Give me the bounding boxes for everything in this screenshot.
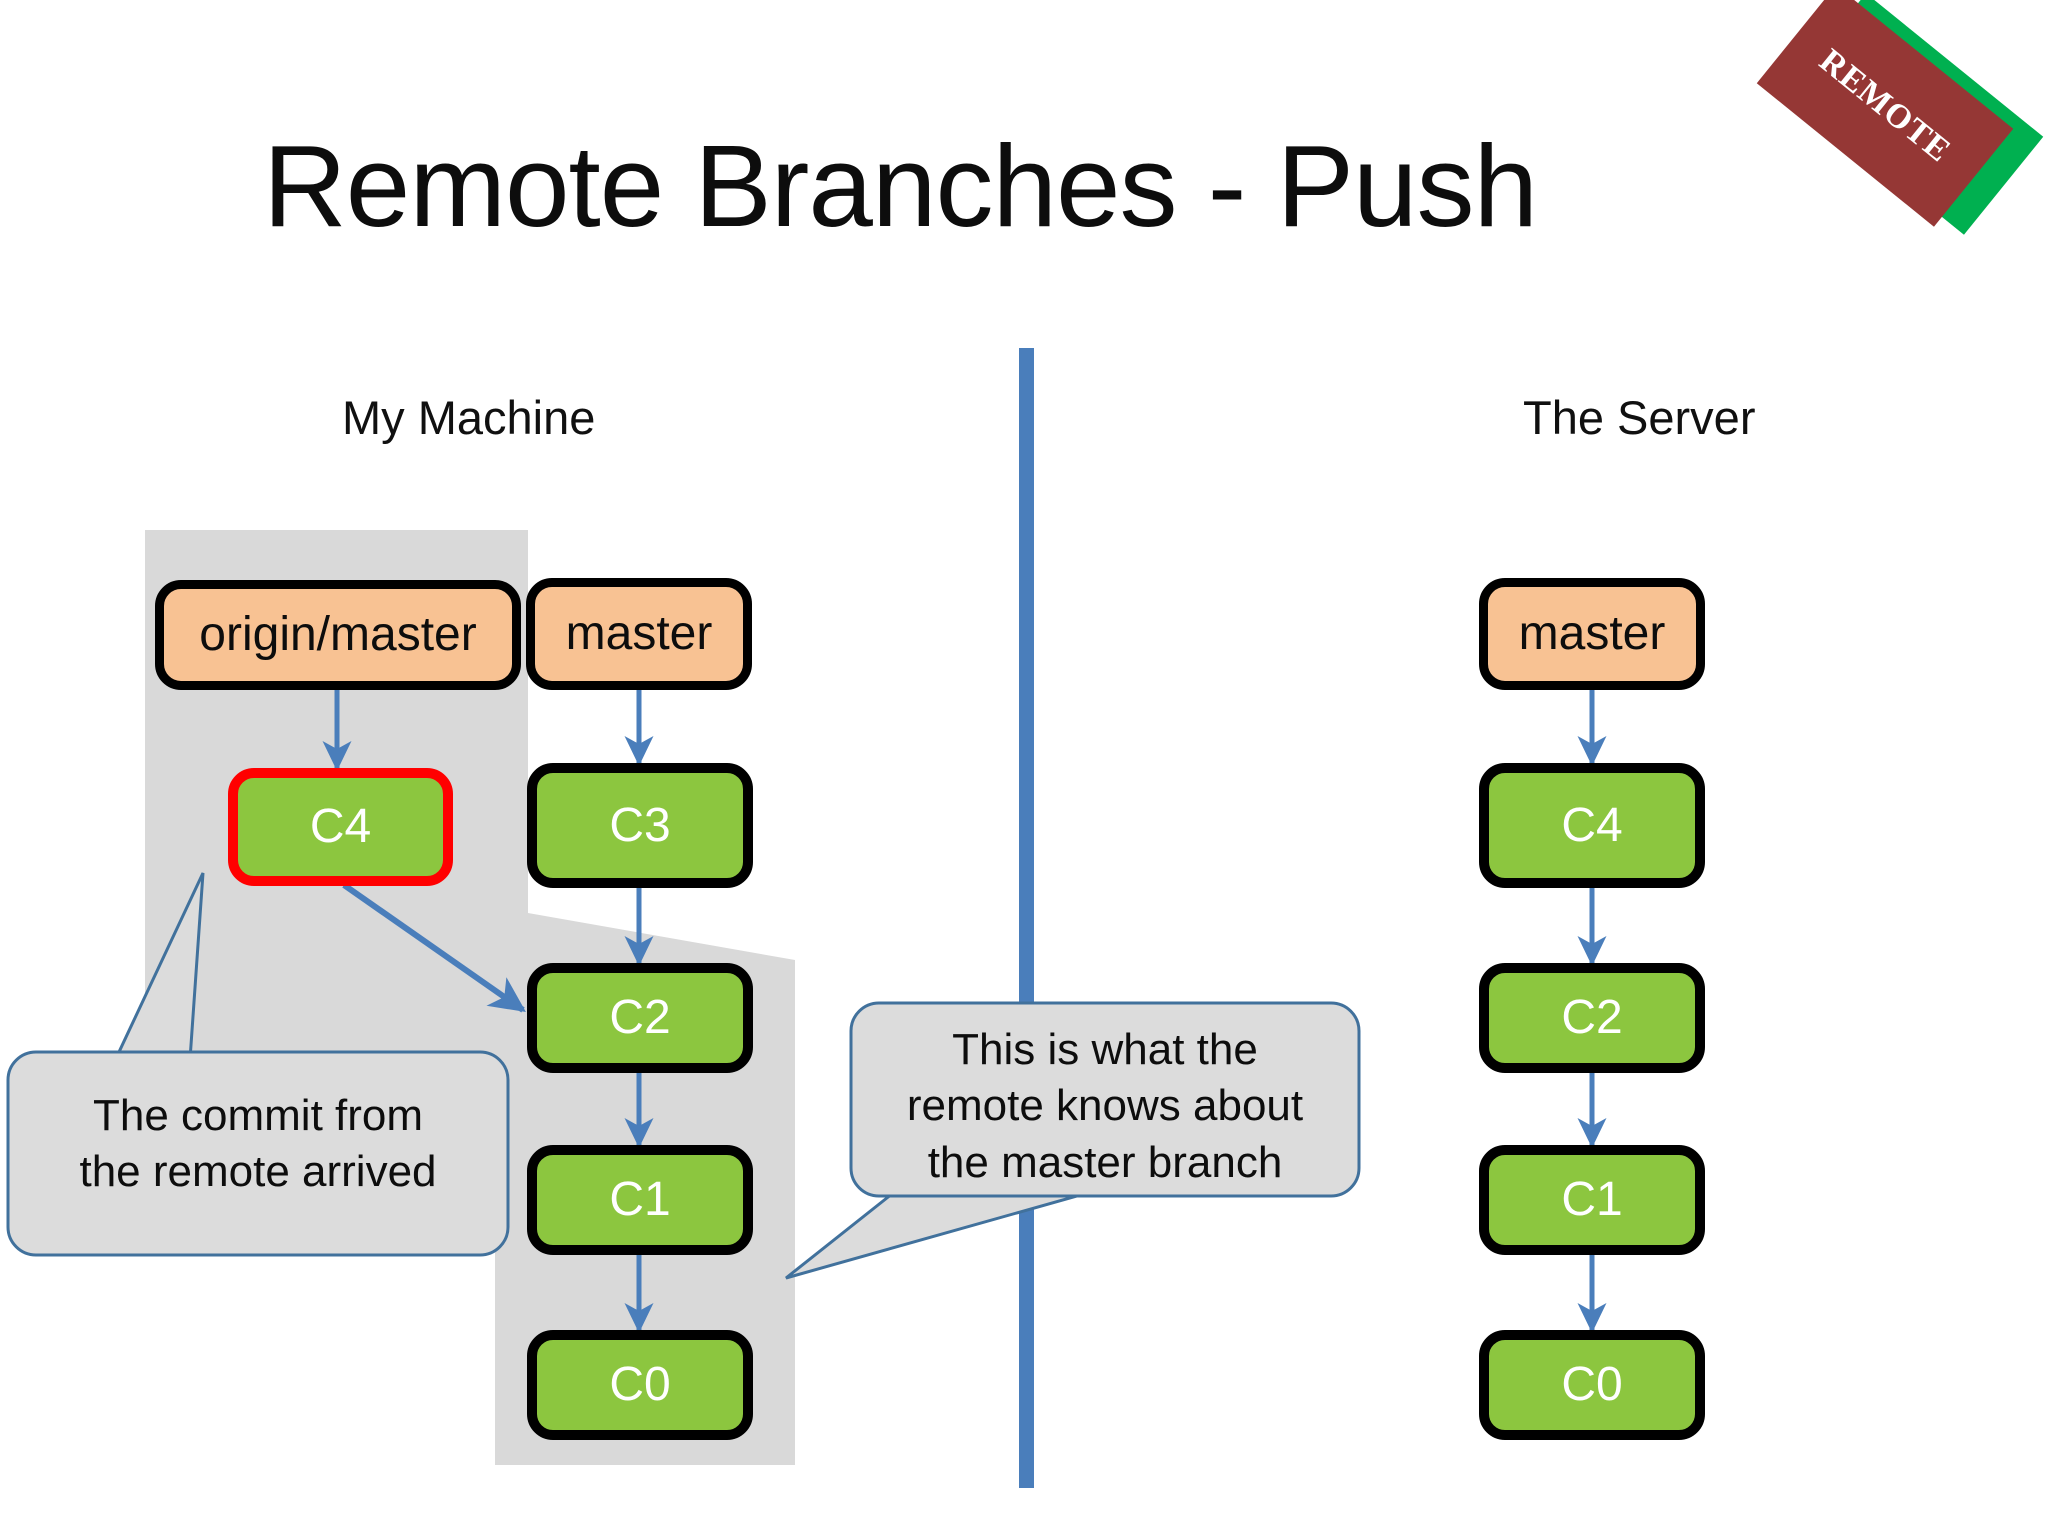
node-server-master[interactable]: master	[1479, 578, 1705, 690]
vertical-separator	[1019, 348, 1034, 1488]
node-local-c2[interactable]: C2	[527, 963, 753, 1073]
column-caption-my-machine: My Machine	[342, 391, 596, 444]
node-local-c4[interactable]: C4	[228, 768, 453, 886]
node-server-c1[interactable]: C1	[1479, 1145, 1705, 1255]
node-server-c0[interactable]: C0	[1479, 1330, 1705, 1440]
remote-stamp: REMOTE	[1756, 0, 2048, 235]
column-caption-the-server: The Server	[1523, 391, 1756, 444]
remote-knowledge-callout-text: This is what the remote knows about the …	[906, 1025, 1304, 1187]
node-server-c4[interactable]: C4	[1479, 763, 1705, 888]
commit-arrived-callout-text: The commit from the remote arrived	[79, 1091, 437, 1197]
node-local-c1[interactable]: C1	[527, 1145, 753, 1255]
node-origin-master[interactable]: origin/master	[155, 580, 521, 690]
node-local-c0[interactable]: C0	[527, 1330, 753, 1440]
node-local-c3[interactable]: C3	[527, 763, 753, 888]
commit-arrived-callout-body	[6, 1050, 510, 1257]
node-local-master[interactable]: master	[526, 578, 752, 690]
remote-knowledge-callout-body	[849, 1001, 1361, 1198]
arrow-c4-to-c2	[342, 882, 526, 1013]
node-server-c2[interactable]: C2	[1479, 963, 1705, 1073]
page-title: Remote Branches - Push	[263, 121, 1538, 251]
